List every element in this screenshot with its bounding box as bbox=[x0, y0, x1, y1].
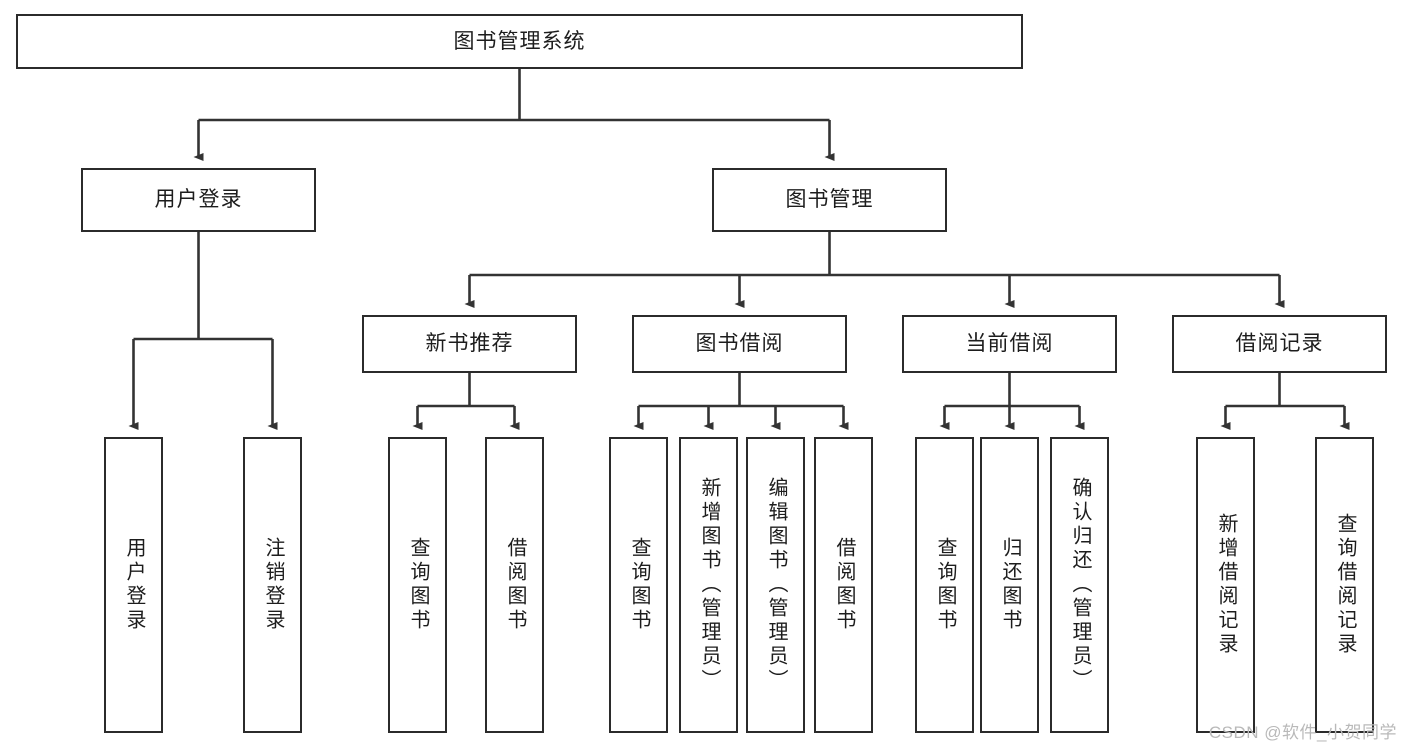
node-label: 当前借阅 bbox=[965, 332, 1054, 356]
node-label: 借阅图书 bbox=[504, 537, 526, 633]
node-label: 新书推荐 bbox=[425, 332, 514, 356]
node-label: 新增借阅记录 bbox=[1215, 513, 1237, 657]
node-leaf-borrow-book-rec[interactable]: 借阅图书 bbox=[485, 437, 544, 733]
node-leaf-add-borrow-record[interactable]: 新增借阅记录 bbox=[1196, 437, 1255, 733]
node-label: 确认归还（管理员） bbox=[1069, 477, 1091, 693]
node-label: 注销登录 bbox=[262, 537, 284, 633]
node-leaf-confirm-return[interactable]: 确认归还（管理员） bbox=[1050, 437, 1109, 733]
node-leaf-query-book-current[interactable]: 查询图书 bbox=[915, 437, 974, 733]
node-user-login[interactable]: 用户登录 bbox=[81, 168, 316, 232]
node-leaf-query-book-borrow[interactable]: 查询图书 bbox=[609, 437, 668, 733]
node-leaf-query-borrow-record[interactable]: 查询借阅记录 bbox=[1315, 437, 1374, 733]
node-borrow-record[interactable]: 借阅记录 bbox=[1172, 315, 1387, 373]
node-new-book-rec[interactable]: 新书推荐 bbox=[362, 315, 577, 373]
node-book-manage[interactable]: 图书管理 bbox=[712, 168, 947, 232]
node-leaf-user-logout[interactable]: 注销登录 bbox=[243, 437, 302, 733]
node-label: 新增图书（管理员） bbox=[698, 477, 720, 693]
node-label: 用户登录 bbox=[123, 537, 145, 633]
node-label: 查询图书 bbox=[628, 537, 650, 633]
node-leaf-query-book-rec[interactable]: 查询图书 bbox=[388, 437, 447, 733]
node-leaf-return-book[interactable]: 归还图书 bbox=[980, 437, 1039, 733]
watermark-text: CSDN @软件_小贺同学 bbox=[1208, 723, 1397, 742]
node-leaf-edit-book[interactable]: 编辑图书（管理员） bbox=[746, 437, 805, 733]
node-label: 图书管理 bbox=[785, 188, 874, 212]
node-root[interactable]: 图书管理系统 bbox=[16, 14, 1023, 69]
node-label: 编辑图书（管理员） bbox=[765, 477, 787, 693]
node-leaf-borrow-book[interactable]: 借阅图书 bbox=[814, 437, 873, 733]
node-label: 用户登录 bbox=[154, 188, 243, 212]
node-leaf-user-login[interactable]: 用户登录 bbox=[104, 437, 163, 733]
node-book-borrow[interactable]: 图书借阅 bbox=[632, 315, 847, 373]
node-label: 借阅记录 bbox=[1235, 332, 1324, 356]
node-label: 查询图书 bbox=[934, 537, 956, 633]
node-leaf-add-book[interactable]: 新增图书（管理员） bbox=[679, 437, 738, 733]
node-label: 查询图书 bbox=[407, 537, 429, 633]
node-label: 借阅图书 bbox=[833, 537, 855, 633]
node-label: 图书管理系统 bbox=[453, 29, 586, 53]
node-label: 图书借阅 bbox=[695, 332, 784, 356]
node-label: 归还图书 bbox=[999, 537, 1021, 633]
node-current-borrow[interactable]: 当前借阅 bbox=[902, 315, 1117, 373]
node-label: 查询借阅记录 bbox=[1334, 513, 1356, 657]
